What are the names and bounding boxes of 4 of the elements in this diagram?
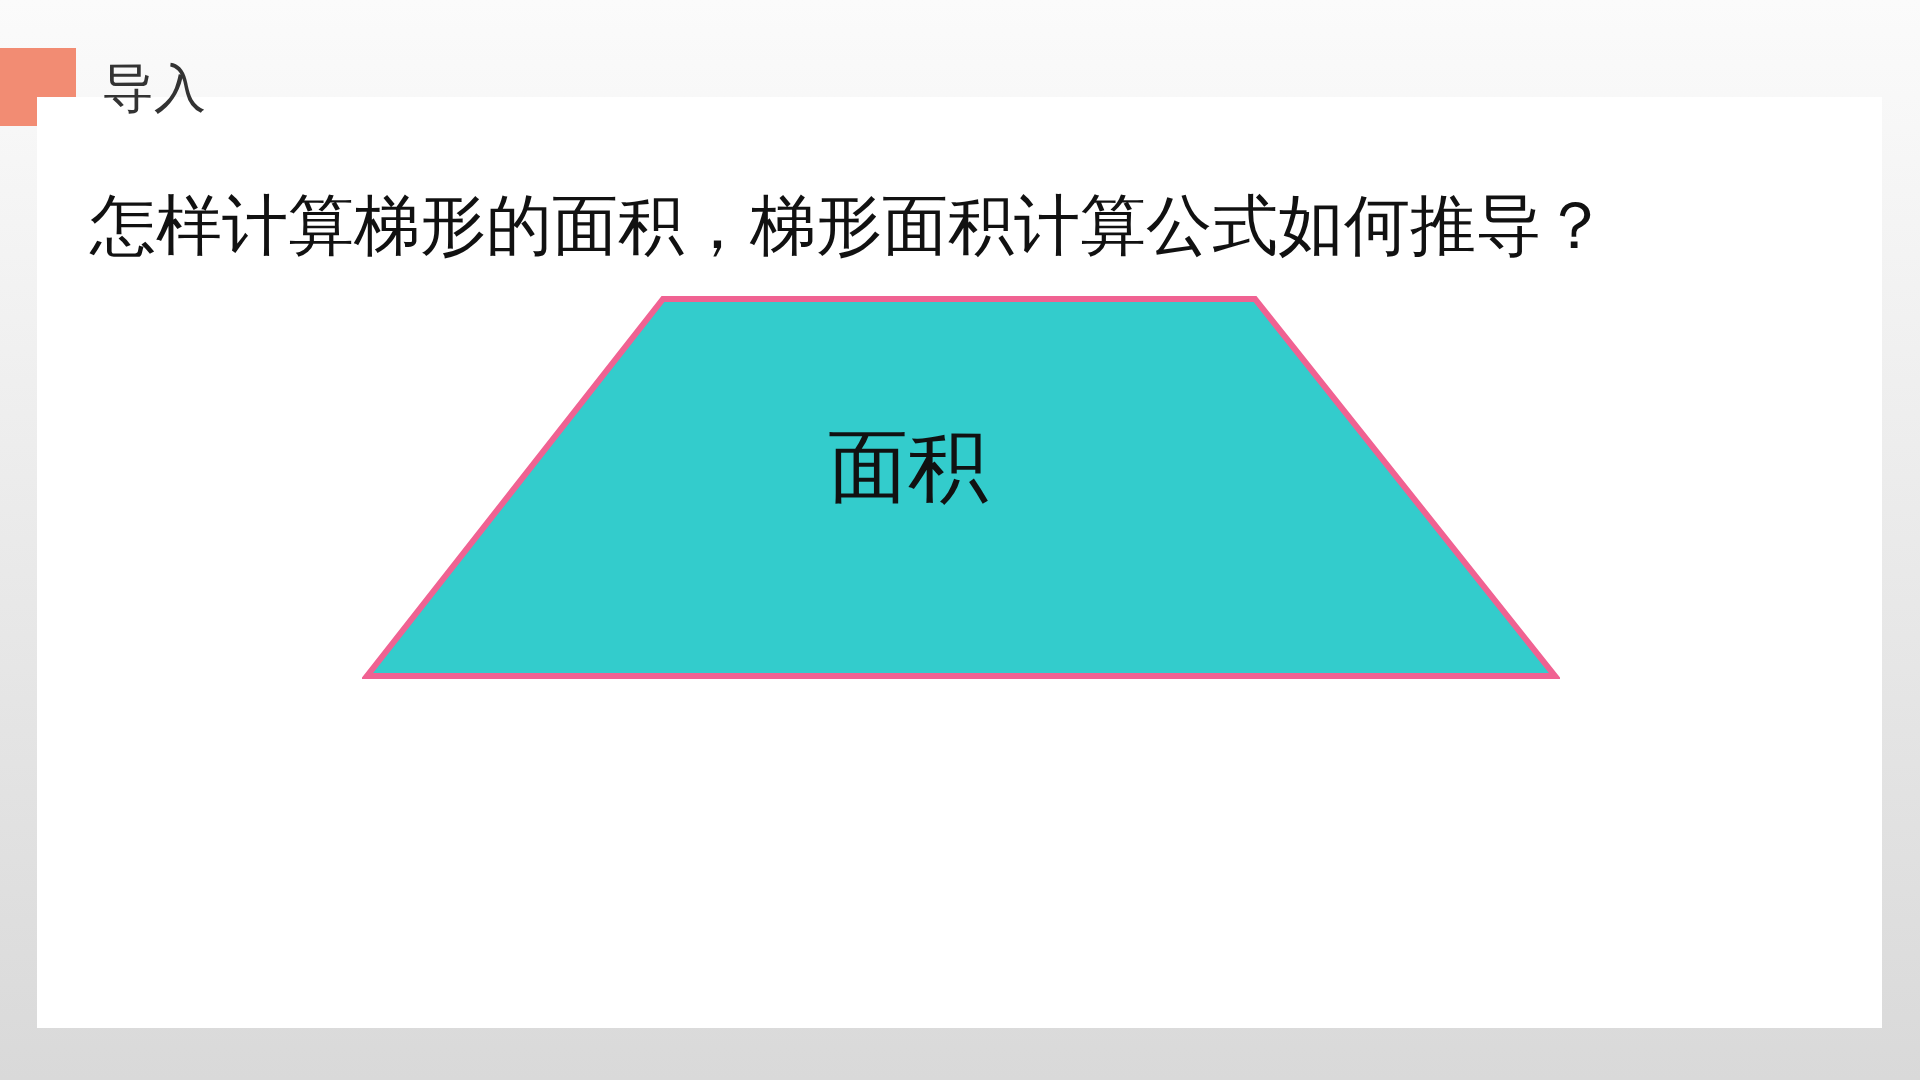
trapezoid-shape [362,294,1560,681]
shape-label: 面积 [828,419,988,515]
question-text: 怎样计算梯形的面积，梯形面积计算公式如何推导？ [90,186,1608,266]
slide-heading: 导入 [102,57,206,120]
